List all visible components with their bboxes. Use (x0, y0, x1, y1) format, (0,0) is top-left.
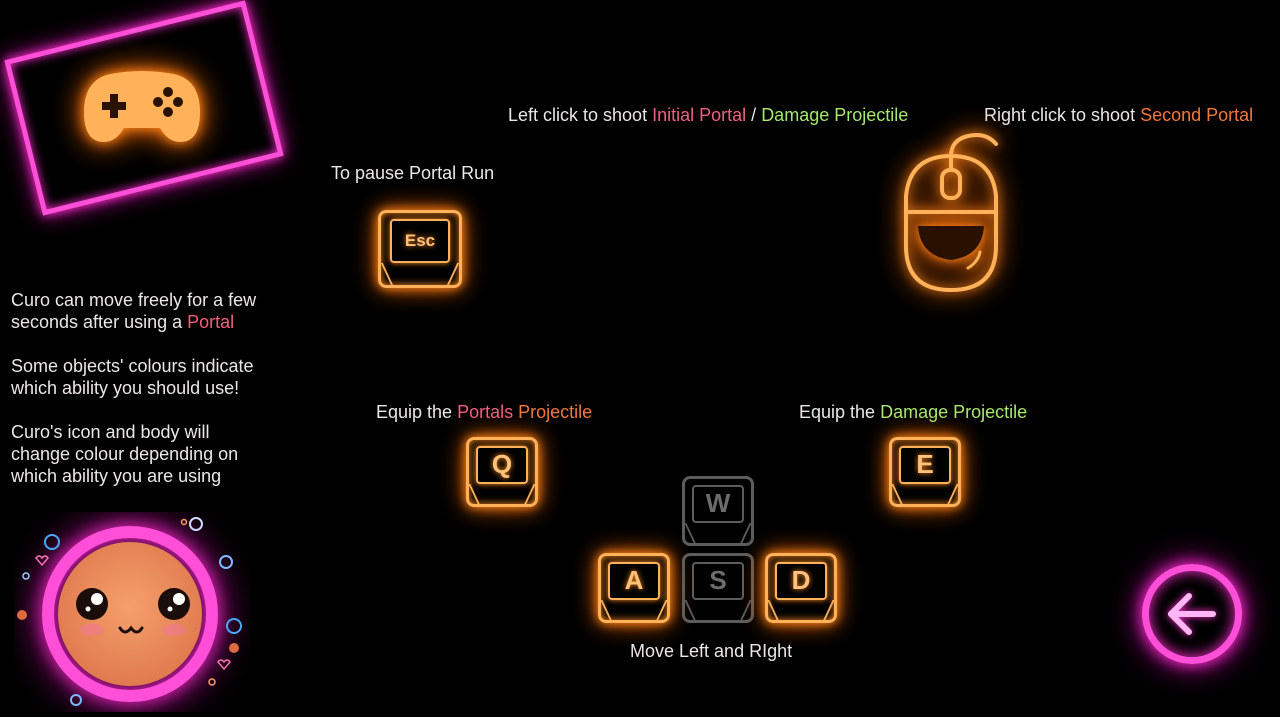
info-p2-line2: which ability you should use! (11, 378, 240, 398)
equip-e-label: Equip the Damage Projectile (799, 402, 1027, 423)
d-key-label: D (775, 561, 827, 601)
right-click-prefix: Right click to shoot (984, 105, 1136, 125)
esc-key-label: Esc (389, 219, 451, 263)
left-click-prefix: Left click to shoot (508, 105, 648, 125)
info-p1-line1: Curo can move freely for a few (11, 290, 257, 310)
info-text: Curo can move freely for a few seconds a… (11, 289, 256, 487)
esc-key: Esc (378, 210, 462, 288)
right-click-instruction: Right click to shoot Second Portal (984, 105, 1253, 126)
equip-q-label: Equip the Portals Projectile (376, 402, 592, 423)
q-key-label: Q (476, 445, 528, 485)
info-portal-word: Portal (187, 312, 235, 332)
a-key-label: A (608, 561, 660, 601)
equip-e-prefix: Equip the (799, 402, 876, 422)
info-p2-line1: Some objects' colours indicate (11, 356, 254, 376)
d-key: D (765, 553, 837, 623)
equip-q-projectile: Projectile (518, 402, 593, 422)
curo-face (14, 512, 250, 712)
back-button[interactable] (1142, 564, 1242, 664)
w-key: W (682, 476, 754, 546)
equip-e-damage-projectile: Damage Projectile (880, 402, 1028, 422)
info-p3-line3: which ability you are using (11, 466, 222, 486)
e-key-label: E (899, 445, 951, 485)
pause-label: To pause Portal Run (331, 163, 495, 183)
gamepad-icon (80, 64, 204, 148)
arrow-left-icon (1168, 593, 1216, 635)
q-key: Q (466, 437, 538, 507)
s-key-label: S (692, 561, 744, 601)
equip-q-portals: Portals (457, 402, 514, 422)
initial-portal-label: Initial Portal (652, 105, 747, 125)
info-p3-line2: change colour depending on (11, 444, 239, 464)
s-key: S (682, 553, 754, 623)
damage-projectile-label: Damage Projectile (761, 105, 909, 125)
second-portal-label: Second Portal (1140, 105, 1254, 125)
a-key: A (598, 553, 670, 623)
mouse-icon (896, 126, 1006, 296)
e-key: E (889, 437, 961, 507)
w-key-label: W (692, 484, 744, 524)
separator: / (751, 105, 757, 125)
info-p3-line1: Curo's icon and body will (11, 422, 210, 442)
move-label: Move Left and RIght (630, 641, 793, 661)
left-click-instruction: Left click to shoot Initial Portal / Dam… (508, 105, 908, 126)
info-p1-line2: seconds after using a (11, 312, 183, 332)
equip-q-prefix: Equip the (376, 402, 453, 422)
